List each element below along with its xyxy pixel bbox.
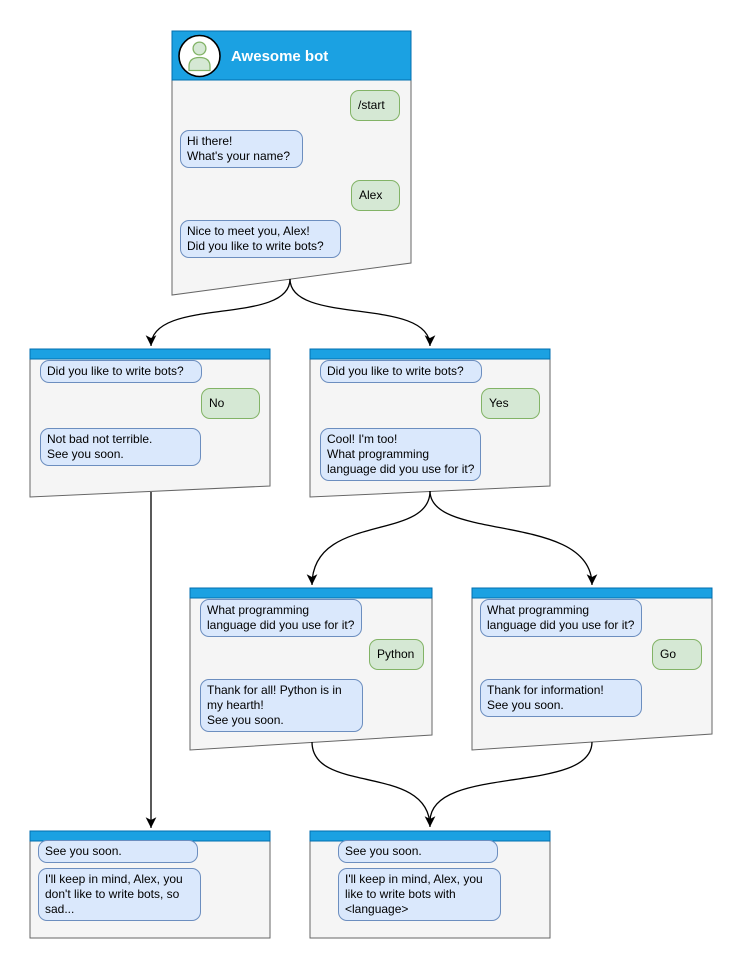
bot-reply-cool: Cool! I'm too! What programming language… — [320, 428, 481, 481]
arrow-main-to-yes — [289, 278, 436, 347]
user-answer-yes: Yes — [481, 388, 540, 419]
main-window-title: Awesome bot — [231, 48, 329, 65]
arrow-yes-to-go — [429, 490, 598, 586]
arrow-main-to-no — [145, 278, 291, 347]
branch-yes-header-bar — [309, 348, 551, 360]
bot-reply-go: Thank for information! See you soon. — [480, 679, 642, 717]
bot-message-keep-in-mind-no: I'll keep in mind, Alex, you don't like … — [38, 868, 201, 921]
avatar — [178, 34, 221, 78]
bot-reply-not-bad: Not bad not terrible. See you soon. — [40, 428, 201, 466]
user-message-start: /start — [350, 90, 400, 121]
arrow-go-to-end — [429, 741, 593, 822]
bot-message-see-you-soon: See you soon. — [338, 840, 498, 863]
lang-go-header-bar — [471, 587, 713, 599]
bot-question-write-bots: Did you like to write bots? — [40, 360, 202, 383]
bot-question-language: What programming language did you use fo… — [480, 599, 642, 637]
bot-question-language: What programming language did you use fo… — [200, 599, 362, 637]
bot-message-nice-to-meet: Nice to meet you, Alex! Did you like to … — [180, 220, 341, 258]
person-icon — [188, 41, 211, 72]
bot-message-greeting: Hi there! What's your name? — [180, 130, 303, 168]
bot-reply-python: Thank for all! Python is in my hearth! S… — [200, 679, 363, 732]
arrow-yes-to-python — [306, 490, 431, 586]
user-answer-python: Python — [369, 639, 424, 670]
user-answer-go: Go — [652, 639, 702, 670]
branch-no-header-bar — [29, 348, 271, 360]
bot-message-keep-in-mind-yes: I'll keep in mind, Alex, you like to wri… — [338, 868, 501, 921]
arrow-python-to-end — [311, 741, 436, 828]
user-message-name: Alex — [351, 180, 400, 211]
bot-question-write-bots: Did you like to write bots? — [320, 360, 482, 383]
bot-message-see-you-soon: See you soon. — [38, 840, 198, 863]
user-answer-no: No — [201, 388, 260, 419]
lang-python-header-bar — [189, 587, 433, 599]
